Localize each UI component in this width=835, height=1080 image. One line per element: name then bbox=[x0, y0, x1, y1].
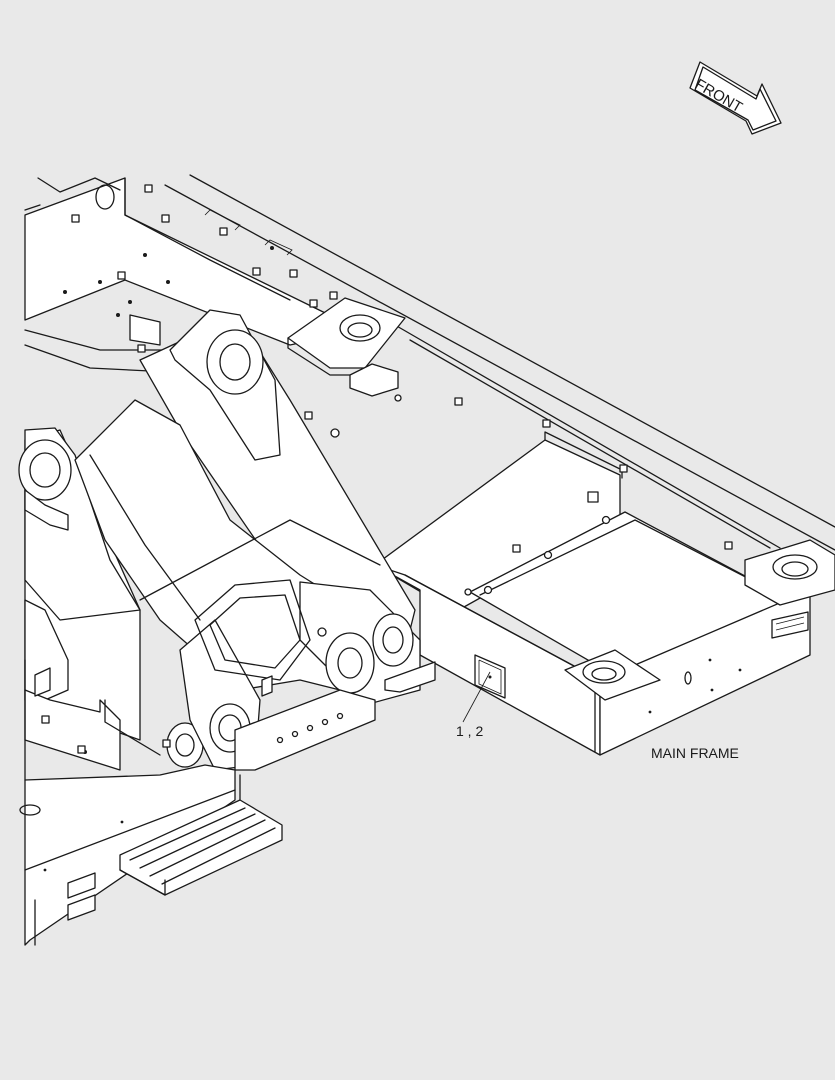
boom-foot-bracket bbox=[18, 427, 141, 741]
front-direction-arrow-icon: FRONT bbox=[689, 61, 782, 135]
center-opening bbox=[194, 579, 311, 681]
right-end-plate bbox=[564, 539, 835, 714]
swing-bracket-top bbox=[287, 297, 406, 386]
callout-label: 1 , 2 bbox=[456, 723, 484, 739]
main-frame-right-rail bbox=[164, 174, 835, 551]
access-step bbox=[119, 774, 283, 896]
frame-label: MAIN FRAME bbox=[651, 745, 739, 761]
mounting-lugs bbox=[34, 184, 733, 754]
callout-leader-line bbox=[462, 671, 491, 723]
boom-foot-pin-bosses bbox=[166, 581, 421, 771]
front-cross-member bbox=[374, 564, 811, 756]
